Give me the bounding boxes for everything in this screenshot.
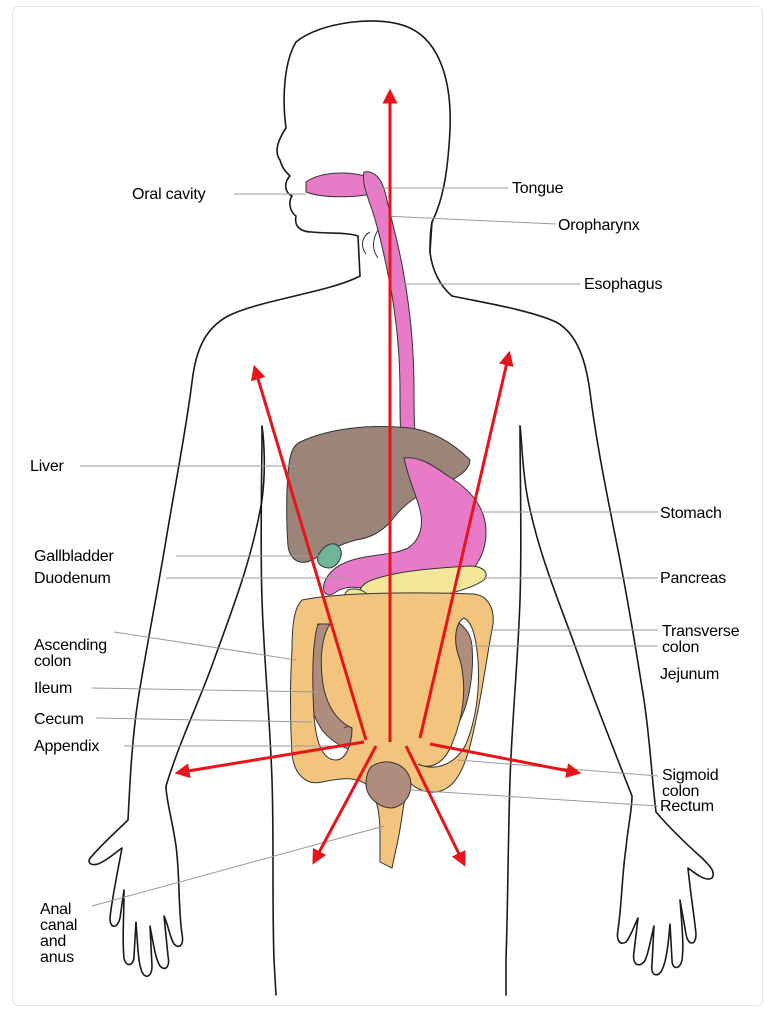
label-transverse-colon-line1: Transverse <box>662 623 740 640</box>
esophagus-shape <box>363 172 420 458</box>
leader-rectum <box>410 790 658 806</box>
label-liver: Liver <box>30 458 65 475</box>
label-duodenum: Duodenum <box>34 570 111 587</box>
label-jejunum: Jejunum <box>660 666 719 683</box>
leader-ileum <box>92 688 320 692</box>
label-appendix: Appendix <box>34 738 99 755</box>
label-anal-canal-line3: and <box>40 933 66 950</box>
left-hip-outline <box>261 426 276 995</box>
label-cecum: Cecum <box>34 711 84 728</box>
label-anal-canal-line2: canal <box>40 917 77 934</box>
oropharynx-detail <box>363 230 378 258</box>
head-outline <box>296 21 452 296</box>
label-oral-cavity: Oral cavity <box>132 186 206 203</box>
leader-cecum <box>96 718 312 722</box>
right-hip-outline <box>506 426 521 995</box>
leader-anal-canal <box>92 826 384 906</box>
label-ascending-colon-line1: Ascending <box>34 637 107 654</box>
label-anal-canal-line1: Anal <box>40 901 71 918</box>
label-transverse-colon-line2: colon <box>662 639 699 656</box>
rectum-shape <box>366 762 411 808</box>
label-pancreas: Pancreas <box>660 570 726 587</box>
label-ileum: Ileum <box>34 680 72 697</box>
left-torso-outline <box>166 426 264 786</box>
label-anal-canal-line4: anus <box>40 949 74 966</box>
tongue-shape <box>306 173 372 197</box>
label-sigmoid-colon-line1: Sigmoid <box>662 767 718 784</box>
label-tongue: Tongue <box>512 180 564 197</box>
face-profile <box>277 42 360 276</box>
label-stomach: Stomach <box>660 505 722 522</box>
label-gallbladder: Gallbladder <box>34 548 115 565</box>
leader-ascending-colon <box>114 632 296 660</box>
label-esophagus: Esophagus <box>584 276 662 293</box>
label-rectum: Rectum <box>660 798 714 815</box>
leader-oropharynx <box>384 216 556 224</box>
right-torso-outline <box>520 426 632 796</box>
label-ascending-colon-line2: colon <box>34 653 71 670</box>
label-oropharynx: Oropharynx <box>558 217 640 234</box>
